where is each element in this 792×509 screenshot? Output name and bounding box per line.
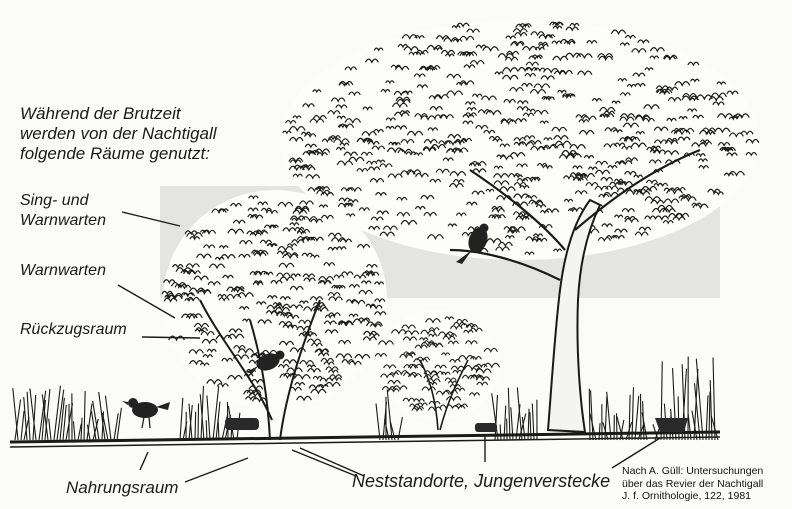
grass-blade — [500, 425, 501, 440]
label-neststandorte: Neststandorte, Jungenverstecke — [352, 471, 610, 492]
grass-blade — [49, 419, 51, 440]
grass-blade — [508, 388, 510, 440]
grass-blade — [84, 391, 85, 440]
grass-blade — [73, 421, 75, 440]
grass-blade — [180, 398, 183, 440]
source-credit: Nach A. Güll: Untersuchungen über das Re… — [622, 465, 792, 503]
grass-blade — [27, 392, 30, 440]
grass-blade — [207, 395, 210, 440]
intro-line: Während der Brutzeit — [20, 104, 270, 124]
credit-line: J. f. Ornithologie, 122, 1981 — [622, 490, 792, 503]
label-warnwarten: Warnwarten — [20, 262, 106, 280]
nest-icon — [225, 418, 688, 432]
grass-blade — [218, 419, 219, 440]
medium-tree-icon — [162, 190, 387, 440]
label-line: Sing- und — [20, 191, 106, 211]
grass-blade — [696, 359, 703, 440]
grass-blade — [694, 369, 698, 440]
label-nahrungsraum: Nahrungsraum — [66, 478, 178, 498]
grass-blade — [376, 404, 380, 440]
label-line: Warnwarten — [20, 211, 106, 231]
shrub-icon — [375, 310, 500, 430]
credit-line: Nach A. Güll: Untersuchungen — [622, 465, 792, 478]
label-rueckzugsraum: Rückzugsraum — [20, 321, 127, 339]
intro-line: folgende Räume genutzt: — [20, 144, 270, 164]
grass-blade — [599, 423, 600, 440]
grass-blade — [21, 411, 24, 440]
intro-line: werden von der Nachtigall — [20, 124, 270, 144]
grass-blade — [195, 412, 196, 440]
grass-blade — [13, 388, 18, 440]
grass-blade — [688, 415, 691, 440]
grass-blade — [117, 408, 121, 440]
grass-icon — [13, 357, 718, 440]
grass-blade — [54, 386, 60, 440]
grass-blade — [517, 387, 522, 440]
grass-blade — [213, 386, 219, 440]
grass-blade — [206, 420, 207, 440]
credit-line: über das Revier der Nachtigall — [622, 478, 792, 491]
label-sing-und-warnwarten: Sing- und Warnwarten — [20, 191, 106, 231]
grass-blade — [81, 418, 82, 440]
grass-blade — [198, 404, 199, 440]
intro-text: Während der Brutzeit werden von der Nach… — [20, 104, 270, 164]
